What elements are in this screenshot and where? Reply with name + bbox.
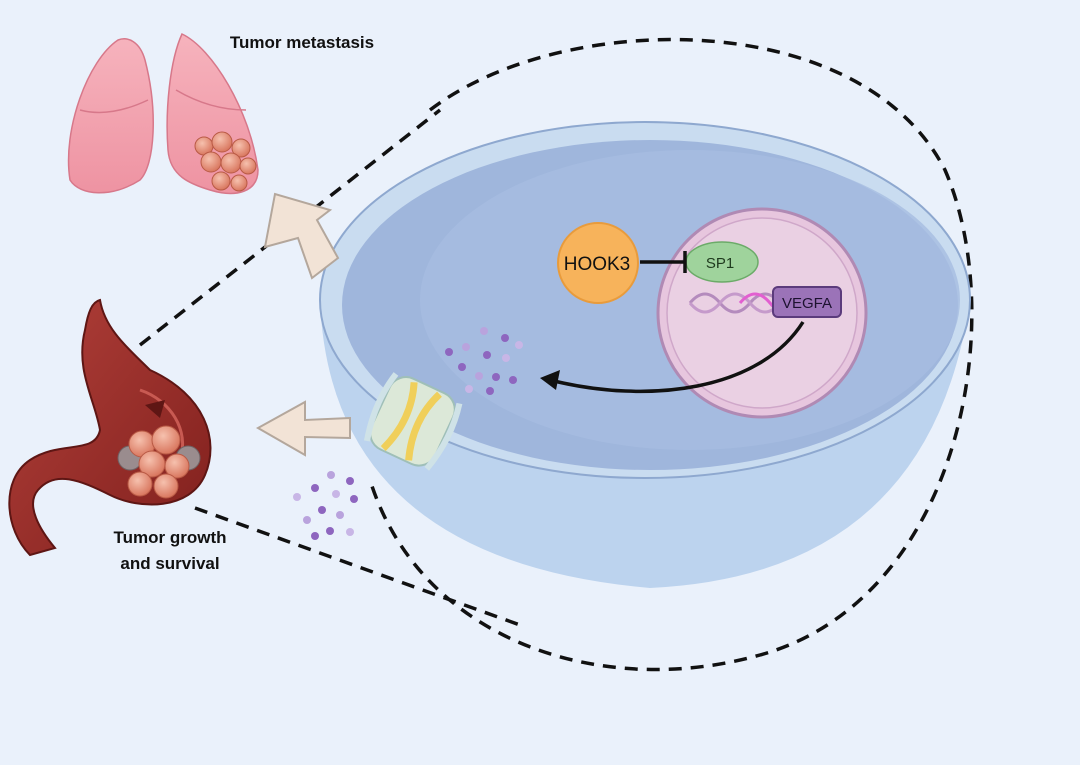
lung-tumor	[194, 131, 257, 192]
vegfa-dots-extracellular	[293, 471, 358, 540]
tumor-metastasis-label: Tumor metastasis	[230, 33, 374, 52]
hook3-protein: HOOK3	[557, 222, 639, 304]
vegfa-gene-box: VEGFA	[772, 286, 842, 318]
sp1-protein: SP1	[685, 241, 759, 283]
tumor-growth-label-line1: Tumor growth	[114, 528, 227, 547]
arrow-to-metastasis	[263, 192, 340, 280]
inhibition-arrow	[640, 251, 687, 273]
dashed-connector-top	[138, 108, 442, 347]
membrane-channel	[363, 372, 463, 471]
vegfa-label: VEGFA	[782, 295, 832, 312]
stomach-tumor	[117, 425, 201, 499]
stomach	[8, 298, 212, 557]
magnification-circle	[368, 37, 974, 672]
sp1-label: SP1	[706, 255, 734, 272]
cell-dish	[319, 121, 971, 588]
vegfa-dots-intracellular	[445, 327, 523, 395]
hook3-label: HOOK3	[564, 254, 631, 275]
dashed-connector-bottom	[194, 506, 521, 627]
arrow-to-growth	[255, 400, 351, 457]
secretion-arrow	[549, 321, 805, 394]
tumor-growth-label-line2: and survival	[120, 554, 219, 573]
secretion-arrowhead	[540, 370, 560, 390]
